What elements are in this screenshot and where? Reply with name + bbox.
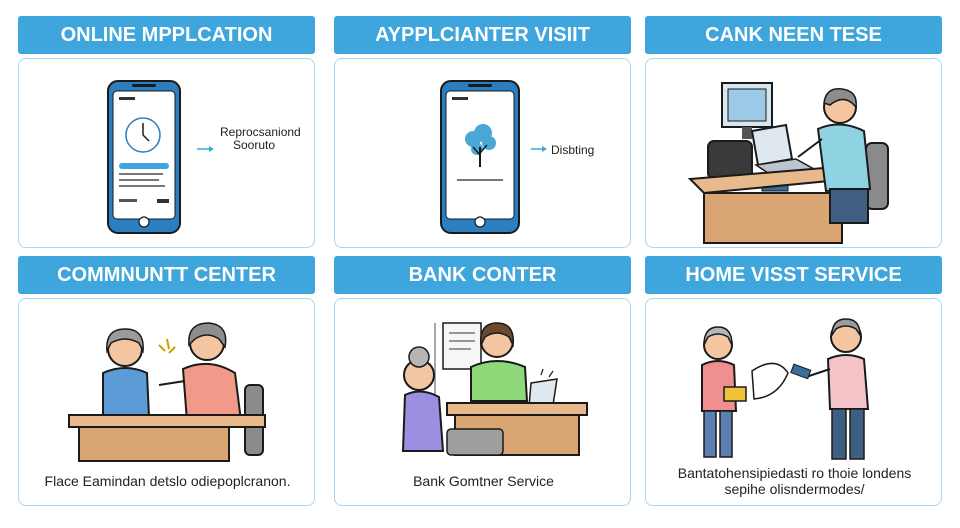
panel-illustration-box: Flace Eamindan detslo odiepoplcranon. <box>18 298 315 506</box>
side-label: Disbting <box>551 143 595 157</box>
panel-caption: Bank Gomtner Service <box>413 473 554 489</box>
panel-illustration-box: Disbting <box>334 58 631 248</box>
side-label-line1: Reprocsaniond <box>220 125 301 139</box>
bank-counter-illustration <box>401 322 588 456</box>
panel-title: CANK NEEN TESE <box>645 16 942 54</box>
side-label-line2: Sooruto <box>233 138 276 152</box>
community-illustration <box>68 322 266 462</box>
panel-title: AYPPLCIANTER VISIIT <box>334 16 631 54</box>
panel-title: COMMNUNTT CENTER <box>18 256 315 294</box>
home-visit-illustration <box>701 318 870 460</box>
phone-illustration <box>440 80 547 234</box>
phone-illustration <box>107 80 214 234</box>
panel-caption-line1: Bantatohensipiedasti ro thoie londens <box>677 465 912 481</box>
panel-illustration-box: Bank Gomtner Service <box>334 298 631 506</box>
tree-icon <box>465 124 496 167</box>
panel-title: ONLINE MPPLCATION <box>18 16 315 54</box>
panel-illustration-box: Bantatohensipiedasti ro thoie londens se… <box>645 298 942 506</box>
panel-illustration-box: Reprocsaniond Sooruto <box>18 58 315 248</box>
panel-title: BANK CONTER <box>334 256 631 294</box>
panel-caption-line2: sepihe olisndermodes/ <box>724 481 865 497</box>
desk-illustration <box>687 82 889 244</box>
panel-caption: Flace Eamindan detslo odiepoplcranon. <box>44 473 291 489</box>
panel-title: HOME VISST SERVICE <box>645 256 942 294</box>
panel-illustration-box <box>645 58 942 248</box>
